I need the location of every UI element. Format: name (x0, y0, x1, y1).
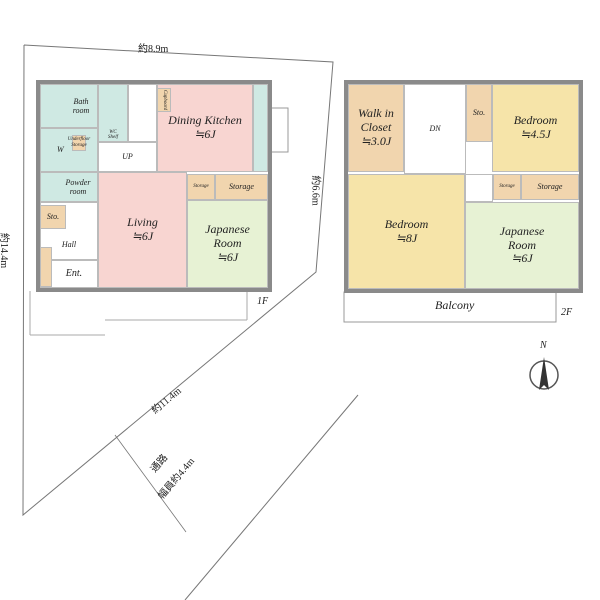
cupboard-label: Cupboard (157, 88, 171, 112)
stairs-1f (128, 84, 157, 142)
room-bedroom-small: Bedroom≒4.5J (492, 84, 579, 172)
compass-icon (529, 357, 559, 390)
room-walk-in-closet: Walk in Closet≒3.0J (348, 84, 404, 172)
floor2-label: 2F (561, 307, 573, 318)
balcony-label: Balcony (435, 298, 475, 312)
underfloor-storage: Underfloor Storage (68, 135, 90, 151)
floor1-outline (36, 80, 272, 292)
stairs-up-label: UP (98, 142, 157, 172)
site-top-width: 約8.9m (138, 44, 169, 55)
stairs-dn-label: DN (404, 84, 466, 174)
storage-small-1f: Storage (187, 174, 215, 200)
compass-north-label: N (540, 340, 547, 351)
room-powder: Powder room (40, 172, 98, 202)
shoe-cabinet (40, 247, 52, 287)
floor1-label: 1F (257, 296, 269, 307)
storage-2f: Storage (521, 174, 579, 200)
room-living: Living≒6J (98, 172, 187, 288)
room-dining-kitchen: Dining Kitchen≒6J (157, 84, 253, 172)
room-bedroom-large: Bedroom≒8J (348, 174, 465, 289)
storage-1f: Storage (215, 174, 268, 200)
room-japanese-1f: Japanese Room≒6J (187, 200, 268, 288)
room-bath: Bath room (40, 84, 98, 128)
stair-landing-2f (465, 174, 493, 202)
room-washer: W (40, 128, 98, 172)
room-japanese-2f: Japanese Room≒6J (465, 202, 579, 289)
site-left-length: 約14.4m (0, 232, 10, 269)
kitchen-counter (253, 84, 268, 172)
site-right-length: 約6.6m (309, 175, 321, 206)
room-sto-2f: Sto. (466, 84, 492, 142)
floor2-outline (344, 80, 583, 293)
storage-small-2f: Storage (493, 174, 521, 200)
room-sto-1f: Sto. (40, 205, 66, 229)
